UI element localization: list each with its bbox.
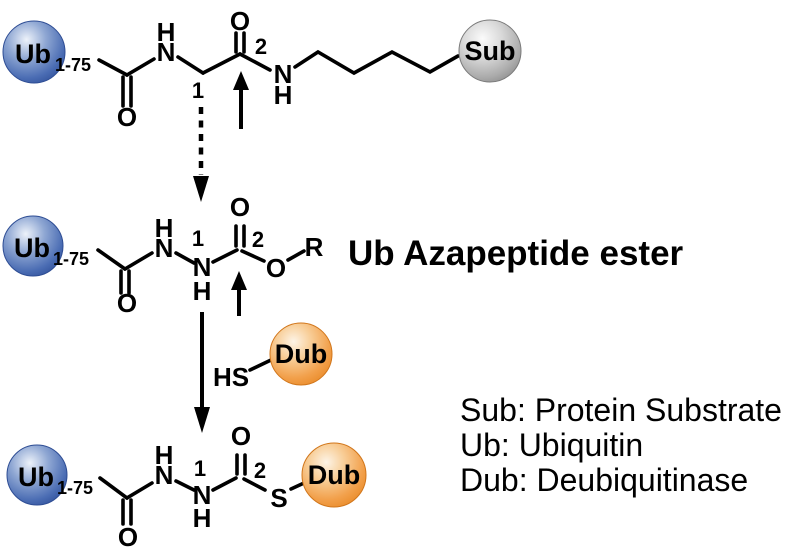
scheme-title: Ub Azapeptide ester — [348, 234, 684, 273]
arrow-head-icon — [233, 71, 249, 90]
r-group-label: R — [305, 232, 324, 262]
atom-n: N — [193, 252, 212, 282]
position-1-label: 1 — [194, 456, 206, 481]
arrow-head-icon — [193, 176, 209, 202]
legend-line-dub: Dub: Deubiquitinase — [460, 462, 748, 498]
bond — [97, 58, 129, 77]
atom-h: H — [274, 80, 293, 110]
atom-h: H — [193, 503, 212, 533]
bond-alkyl-chain — [293, 49, 460, 76]
atom-h: H — [155, 440, 174, 470]
atom-n: N — [274, 59, 293, 89]
ub-label: Ub — [15, 39, 51, 69]
ub-sphere-top — [2, 20, 66, 84]
atom-o: O — [118, 522, 138, 550]
bond — [286, 249, 306, 262]
sub-sphere — [458, 19, 522, 83]
bond — [125, 481, 154, 500]
legend-line-ub: Ub: Ubiquitin — [460, 427, 643, 463]
atom-o: O — [117, 102, 137, 132]
bond — [174, 479, 196, 492]
atom-n: N — [157, 37, 176, 67]
ub-sphere-bottom — [6, 444, 68, 506]
atom-n: N — [155, 233, 174, 263]
atom-o: O — [266, 253, 286, 283]
ub-range-subscript: 1-75 — [55, 55, 91, 75]
structure-ub-azapeptide-ester: Ub 1-75 H N O 1 N H O 2 O R Ub Azapeptid… — [2, 192, 684, 318]
legend-line-sub: Sub: Protein Substrate — [460, 392, 782, 428]
bond — [123, 251, 154, 271]
dub-sphere-reagent — [269, 322, 333, 386]
bond — [289, 481, 306, 491]
dub-reaction-arrow: HS Dub — [194, 312, 333, 433]
position-1-label: 1 — [192, 78, 204, 103]
atom-n: N — [193, 480, 212, 510]
atom-h: H — [155, 213, 174, 243]
bond-thiol-dub — [248, 358, 273, 372]
atom-s: S — [270, 483, 287, 513]
attack-arrow-top — [233, 71, 249, 129]
arrow-head-icon — [194, 407, 210, 433]
dub-sphere-product — [301, 442, 367, 508]
thiol-label: HS — [213, 362, 249, 392]
atom-o: O — [230, 6, 250, 36]
dub-label: Dub — [275, 339, 327, 369]
atom-o: O — [230, 192, 250, 222]
position-2-label: 2 — [255, 34, 267, 59]
atom-n: N — [155, 460, 174, 490]
ub-sphere-middle — [2, 215, 64, 277]
ub-label: Ub — [14, 233, 50, 263]
ub-range-subscript: 1-75 — [53, 249, 89, 269]
atom-o: O — [231, 421, 251, 451]
bond — [98, 476, 129, 500]
atom-h: H — [193, 276, 212, 306]
atom-o: O — [117, 288, 137, 318]
bond — [96, 248, 127, 271]
dashed-conversion-arrow — [193, 107, 209, 202]
position-1-label: 1 — [192, 226, 204, 251]
position-2-label: 2 — [252, 227, 264, 252]
legend: Sub: Protein Substrate Ub: Ubiquitin Dub… — [460, 392, 782, 498]
bond — [211, 248, 239, 264]
bond — [201, 52, 242, 75]
arrow-head-icon — [231, 271, 247, 290]
sub-label: Sub — [465, 36, 516, 66]
ub-range-subscript: 1-75 — [57, 478, 93, 498]
bond — [242, 477, 267, 492]
position-2-label: 2 — [254, 458, 266, 483]
atom-h: H — [157, 17, 176, 47]
bond — [176, 55, 205, 75]
bond — [238, 52, 272, 72]
structure-ub-substrate-conjugate: Ub 1-75 H N O 1 O 2 N H Sub — [2, 6, 522, 132]
bond — [125, 57, 156, 77]
attack-arrow-middle — [231, 271, 247, 316]
bond — [211, 476, 238, 492]
dub-label: Dub — [308, 460, 360, 490]
structure-ub-dub-thioester: Ub 1-75 H N O 1 N H O 2 S Dub — [6, 421, 367, 550]
bond — [240, 249, 266, 263]
bond — [174, 251, 196, 265]
ub-label: Ub — [18, 462, 54, 492]
